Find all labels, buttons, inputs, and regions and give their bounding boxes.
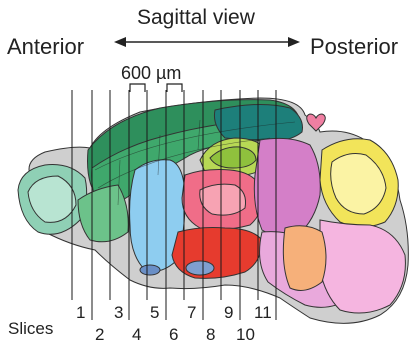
slice-number-11: 11 bbox=[254, 304, 272, 321]
brain-regions bbox=[18, 98, 408, 323]
slice-number-2: 2 bbox=[95, 326, 104, 343]
slice-number-4: 4 bbox=[132, 326, 141, 343]
slice-number-8: 8 bbox=[206, 326, 215, 343]
slice-number-5: 5 bbox=[150, 304, 159, 321]
pons bbox=[283, 226, 326, 291]
slice-number-6: 6 bbox=[169, 326, 178, 343]
slice-number-1: 1 bbox=[76, 304, 85, 321]
slice-number-9: 9 bbox=[224, 304, 233, 321]
slice-number-7: 7 bbox=[187, 304, 196, 321]
amygdala-blob bbox=[186, 261, 214, 275]
orientation-arrow bbox=[114, 37, 300, 47]
slice-number-3: 3 bbox=[114, 304, 123, 321]
slice-number-10: 10 bbox=[236, 326, 255, 343]
scale-bar bbox=[130, 84, 182, 92]
